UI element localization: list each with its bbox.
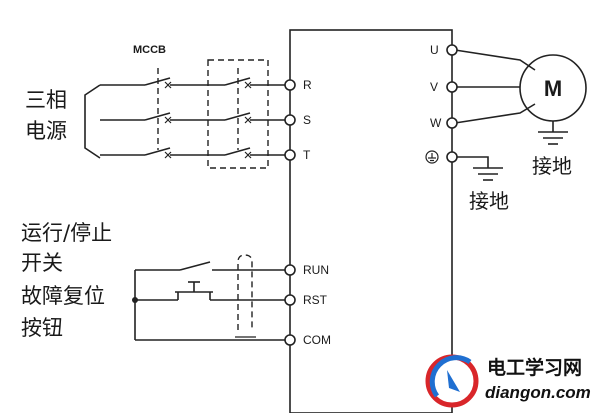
contactor-box bbox=[207, 59, 269, 169]
terminal-t-label: T bbox=[303, 148, 311, 162]
watermark-title: 电工学习网 bbox=[487, 356, 582, 379]
fault-reset-pushbutton bbox=[175, 281, 213, 300]
motor-ground-icon bbox=[538, 121, 568, 145]
motor-label: M bbox=[544, 76, 562, 101]
terminal-rst bbox=[284, 294, 296, 306]
mccb-contacts bbox=[144, 68, 172, 159]
terminal-w bbox=[446, 117, 458, 129]
inverter-box bbox=[289, 29, 453, 413]
terminal-s bbox=[284, 114, 296, 126]
fault-reset-label-2: 按钮 bbox=[21, 316, 63, 340]
supply-bracket bbox=[84, 84, 101, 159]
mccb-label: MCCB bbox=[133, 44, 166, 56]
run-stop-label-1: 运行/停止 bbox=[21, 221, 112, 245]
input-wires bbox=[100, 84, 287, 156]
terminal-com-label: COM bbox=[303, 333, 331, 347]
inverter-ground-label: 接地 bbox=[469, 189, 509, 213]
terminal-run-label: RUN bbox=[303, 263, 329, 277]
fault-reset-label-1: 故障复位 bbox=[21, 284, 105, 308]
terminal-v-label: V bbox=[430, 80, 438, 94]
terminal-run bbox=[284, 264, 296, 276]
terminal-v bbox=[446, 81, 458, 93]
terminal-t bbox=[284, 149, 296, 161]
run-stop-label-2: 开关 bbox=[21, 251, 63, 275]
terminal-com bbox=[284, 334, 296, 346]
terminal-rst-label: RST bbox=[303, 293, 328, 307]
run-stop-switch bbox=[179, 261, 211, 271]
motor-ground-label: 接地 bbox=[532, 154, 572, 178]
terminal-ground bbox=[446, 151, 458, 163]
terminal-w-label: W bbox=[430, 116, 442, 130]
terminal-r bbox=[284, 79, 296, 91]
terminal-u-label: U bbox=[430, 43, 439, 57]
contactor-contacts bbox=[224, 68, 252, 159]
terminal-r-label: R bbox=[303, 78, 312, 92]
terminal-s-label: S bbox=[303, 113, 311, 127]
three-phase-label-1: 三相 bbox=[25, 88, 67, 112]
output-wires bbox=[454, 49, 536, 124]
shielded-cable bbox=[235, 254, 256, 338]
watermark-url: diangon.com bbox=[485, 383, 591, 402]
three-phase-label-2: 电源 bbox=[25, 119, 67, 143]
terminal-u bbox=[446, 44, 458, 56]
ground-symbol-small-icon bbox=[425, 150, 439, 164]
inverter-ground-icon bbox=[457, 156, 503, 181]
watermark-logo-icon bbox=[425, 354, 479, 408]
